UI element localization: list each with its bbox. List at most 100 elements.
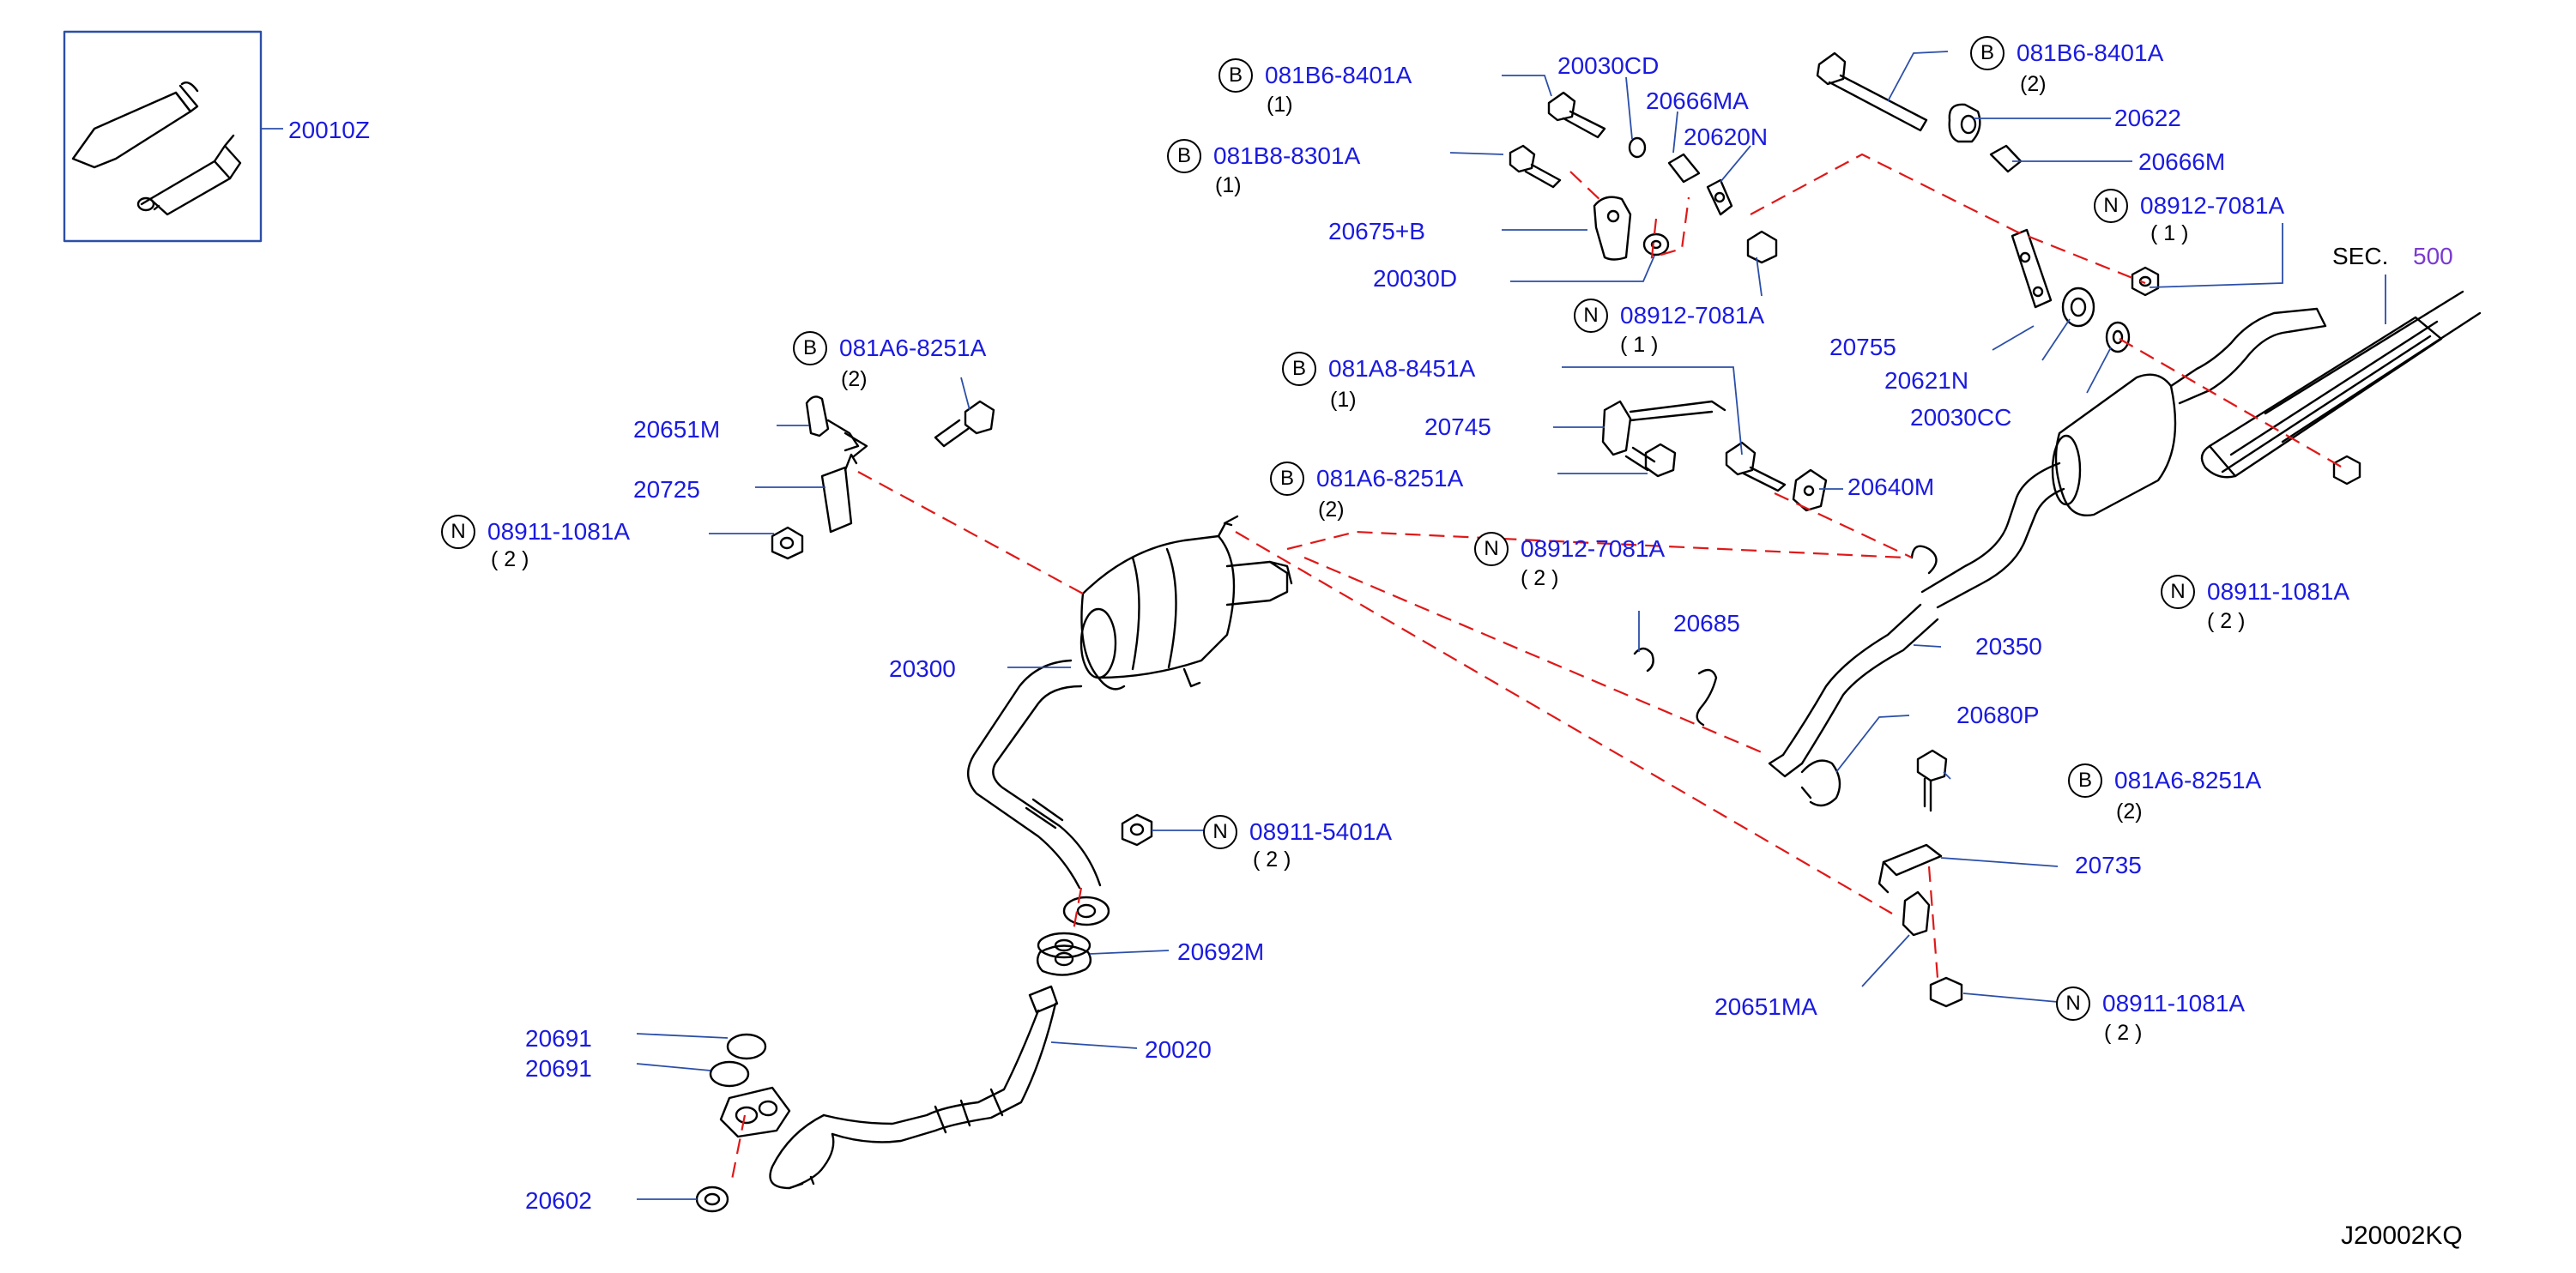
fastener-code: 08912-7081A [1521,535,1666,562]
fastener-type-badge: B [1970,36,2005,70]
label-20621n: 20621N [1884,367,1969,394]
dash-11 [2119,338,2348,471]
label-20640m: 20640M [1847,474,1935,500]
bracket-20735 [1878,843,1943,894]
fastener-code: 081B8-8301A [1213,142,1361,169]
u-clamp-20680p [1800,759,1841,807]
fastener-qty: ( 2 ) [491,547,529,571]
fastener-type-badge: B [1218,58,1253,93]
fastener-qty: ( 1 ) [2150,221,2189,245]
washer-20030d [1642,232,1670,256]
bolt-20030cd [1547,91,1606,139]
nut-top-right [2131,266,2160,297]
fastener-code: 08911-5401A [1249,818,1393,845]
fastener-qty: (2) [841,367,868,391]
fastener-qty: (1) [1330,388,1357,412]
fastener-code: 08911-1081A [487,518,631,545]
label-20725: 20725 [633,476,700,503]
fastener-type-badge: B [793,331,827,365]
gasket-20692m [1036,944,1092,976]
nut-08911-1081a-left [771,526,804,560]
hanger-20685 [1633,647,1718,727]
label-20666ma: 20666MA [1646,87,1749,114]
rear-muffler [1920,307,2327,609]
label-20030cd: 20030CD [1557,52,1660,79]
diagram-code: J20002KQ [2341,1222,2463,1250]
label-20680p: 20680P [1956,702,2040,728]
fastener-code: 08912-7081A [2140,192,2285,219]
fastener-code: 081A6-8251A [1316,465,1464,492]
nut-08911-1081a-right [1929,976,1963,1008]
bracket-20675b [1593,196,1632,261]
label-20020: 20020 [1145,1036,1212,1063]
fastener-qty: ( 2 ) [2104,1021,2143,1045]
fastener-type-badge: B [1167,139,1201,173]
label-20685: 20685 [1673,610,1740,636]
label-20691-a: 20691 [525,1025,592,1052]
sealant-tube-icon [71,81,199,169]
section-ref-number[interactable]: 500 [2413,243,2453,269]
fastener-type-badge: N [1474,532,1509,566]
bolt-081a6-8251a-left [934,400,995,448]
fastener-type-badge: N [2094,189,2128,223]
fastener-qty: ( 2 ) [2207,609,2246,633]
fastener-qty: (1) [1215,173,1242,197]
fastener-type-badge: N [1203,815,1237,849]
fastener-code: 08911-1081A [2102,990,2246,1017]
nut-sec500-right [2332,455,2361,486]
dash-2 [1286,530,1906,559]
label-20745: 20745 [1424,413,1491,440]
bushing-20622 [1948,103,1981,143]
bracket-20651m [805,395,868,458]
fastener-type-badge: B [2068,763,2102,798]
dash-8 [1569,171,1605,205]
center-pipe [1768,545,1939,778]
fastener-type-badge: B [1270,462,1304,496]
front-pipe [967,659,1110,926]
dash-7 [729,1114,747,1185]
label-20620n: 20620N [1684,124,1769,150]
dash-12 [1774,492,1913,558]
sealant-kit-box [63,30,263,243]
fastener-type-badge: B [1282,352,1316,386]
bolt-081a8-8451a [1624,443,1677,478]
washer-20030cc [2105,321,2131,353]
fastener-code: 081B6-8401A [2017,39,2164,66]
gasket-20691-bottom [709,1060,750,1088]
fastener-code: 081A6-8251A [839,335,987,361]
fastener-qty: ( 2 ) [1253,848,1291,872]
fastener-type-badge: N [441,515,475,549]
grease-gun-icon [136,134,242,216]
bracket-20755 [2011,228,2053,309]
dash-6 [1071,887,1083,936]
gasket-20691-top [726,1033,767,1060]
fastener-qty: (2) [2020,72,2047,96]
bolt-20640 [1725,441,1787,492]
label-20735: 20735 [2075,852,2142,878]
insulator-20651ma [1902,890,1931,937]
spacer-20666ma [1667,153,1701,184]
bracket-20725 [820,453,858,534]
label-20300: 20300 [889,655,956,682]
label-20602: 20602 [525,1187,592,1214]
fastener-code: 081A8-8451A [1328,355,1476,382]
fastener-code: 081A6-8251A [2114,767,2262,793]
label-20350: 20350 [1975,633,2042,660]
fastener-qty: ( 1 ) [1620,333,1659,357]
dash-10 [1750,153,2146,285]
rubber-mount-20621n [2061,287,2095,328]
label-20691-b: 20691 [525,1055,592,1082]
fastener-qty: (2) [2116,799,2143,824]
insulator-20640m [1792,468,1828,512]
rear-frame-sec-500 [2200,290,2482,479]
fastener-type-badge: N [1574,299,1608,333]
fastener-code: 081B6-8401A [1265,62,1412,88]
bracket-20745 [1601,400,1726,456]
label-20030d: 20030D [1373,265,1458,292]
nut-20620n [1746,230,1778,264]
long-bolt [1816,51,1928,132]
label-20010z: 20010Z [288,117,370,143]
label-20030cc: 20030CC [1910,404,2012,431]
dash-4 [1235,531,1893,914]
